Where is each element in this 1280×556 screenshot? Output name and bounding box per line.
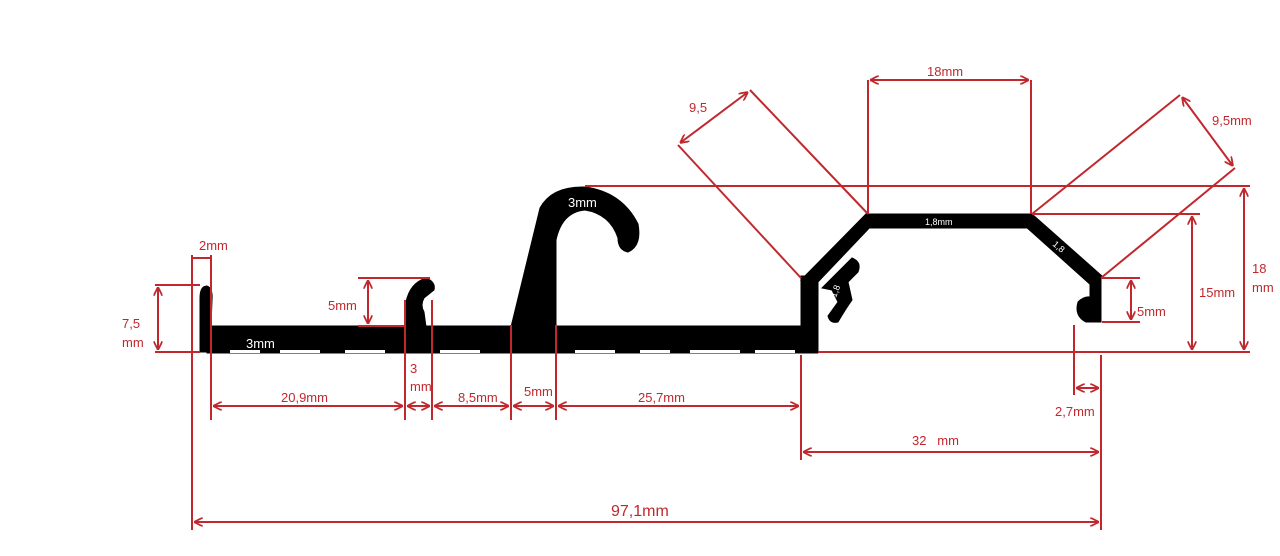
dimension-lines: [155, 80, 1250, 530]
dim-25-7: 25,7mm: [638, 390, 685, 405]
dim-18-right-unit: mm: [1252, 280, 1274, 295]
dim-3-slot-unit: mm: [410, 379, 432, 394]
label-top-wall: 1,8mm: [925, 217, 953, 227]
dim-7-5-unit: mm: [122, 335, 144, 350]
dim-97-1: 97,1mm: [611, 503, 669, 520]
dim-5mm-post: 5mm: [524, 384, 553, 399]
dim-15mm: 15mm: [1199, 285, 1235, 300]
base-grooves: [230, 350, 795, 353]
dim-18-right: 18: [1252, 261, 1266, 276]
inner-clip: [820, 257, 860, 323]
channel-right-wall: [1076, 277, 1102, 323]
dim-5mm-hook: 5mm: [328, 298, 357, 313]
small-hook: [405, 277, 435, 328]
label-left-wall: 1,8: [828, 284, 842, 299]
label-base-thickness: 3mm: [246, 336, 275, 351]
dim-9-5-right: 9,5mm: [1212, 113, 1252, 128]
dim-18mm-top: 18mm: [927, 64, 963, 79]
dim-2-7: 2,7mm: [1055, 404, 1095, 419]
dim-5mm-right: 5mm: [1137, 304, 1166, 319]
dim-9-5-left: 9,5: [689, 100, 707, 115]
big-hook: [510, 186, 640, 328]
dim-32: 32 mm: [912, 433, 959, 448]
base-plate: [206, 325, 809, 354]
dim-3-slot: 3: [410, 361, 417, 376]
aluminium-profile: [199, 186, 1103, 354]
dim-8-5: 8,5mm: [458, 390, 498, 405]
dim-7-5: 7,5: [122, 316, 140, 331]
label-hook-thickness: 3mm: [568, 195, 597, 210]
dim-2mm: 2mm: [199, 238, 228, 253]
channel-left-wall: [800, 275, 819, 354]
dim-20-9: 20,9mm: [281, 390, 328, 405]
